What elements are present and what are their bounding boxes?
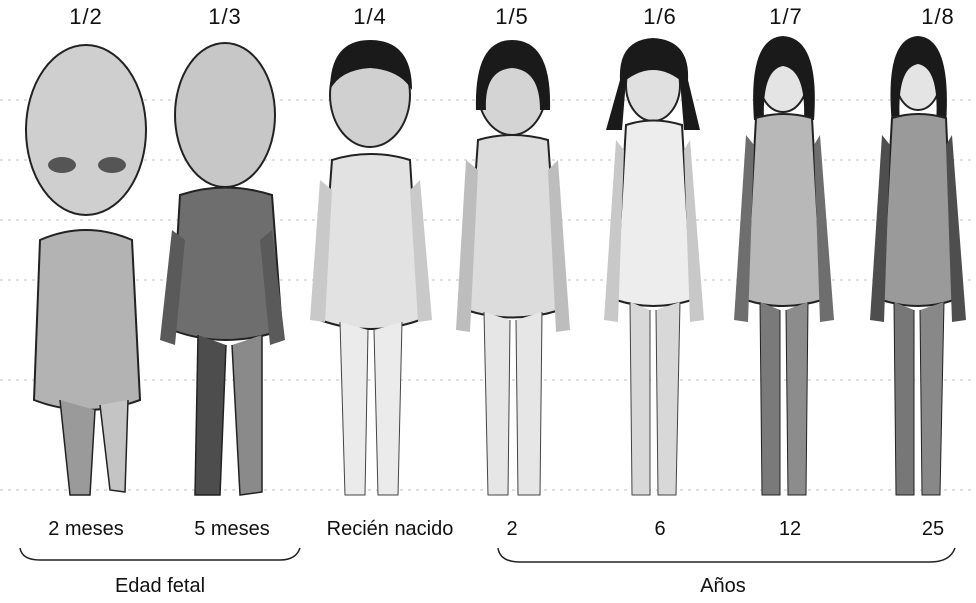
age-label-4: 2 [506, 518, 517, 541]
figure-recien-nacido [310, 40, 432, 495]
group-label-fetal: Edad fetal [115, 575, 205, 598]
ratio-label-3: 1/4 [353, 4, 387, 30]
ratio-label-5: 1/6 [643, 4, 677, 30]
figure-6-anos [604, 38, 704, 495]
ratio-label-7: 1/8 [921, 4, 955, 30]
figure-5-meses [160, 43, 285, 495]
ratio-label-2: 1/3 [208, 4, 242, 30]
age-label-6: 12 [779, 518, 801, 541]
ratio-label-6: 1/7 [769, 4, 803, 30]
years-bracket [498, 548, 955, 562]
figure-12-anos [734, 36, 834, 495]
age-label-1: 2 meses [48, 518, 124, 541]
ratio-label-1: 1/2 [69, 4, 103, 30]
age-label-2: 5 meses [194, 518, 270, 541]
age-label-3: Recién nacido [327, 518, 454, 541]
ratio-label-4: 1/5 [495, 4, 529, 30]
fetal-bracket [20, 548, 300, 560]
figure-2-anos [456, 40, 570, 495]
group-label-years: Años [700, 575, 746, 598]
age-label-5: 6 [654, 518, 665, 541]
figure-2-meses [26, 45, 146, 495]
figure-25-anos [870, 36, 966, 495]
age-label-7: 25 [922, 518, 944, 541]
